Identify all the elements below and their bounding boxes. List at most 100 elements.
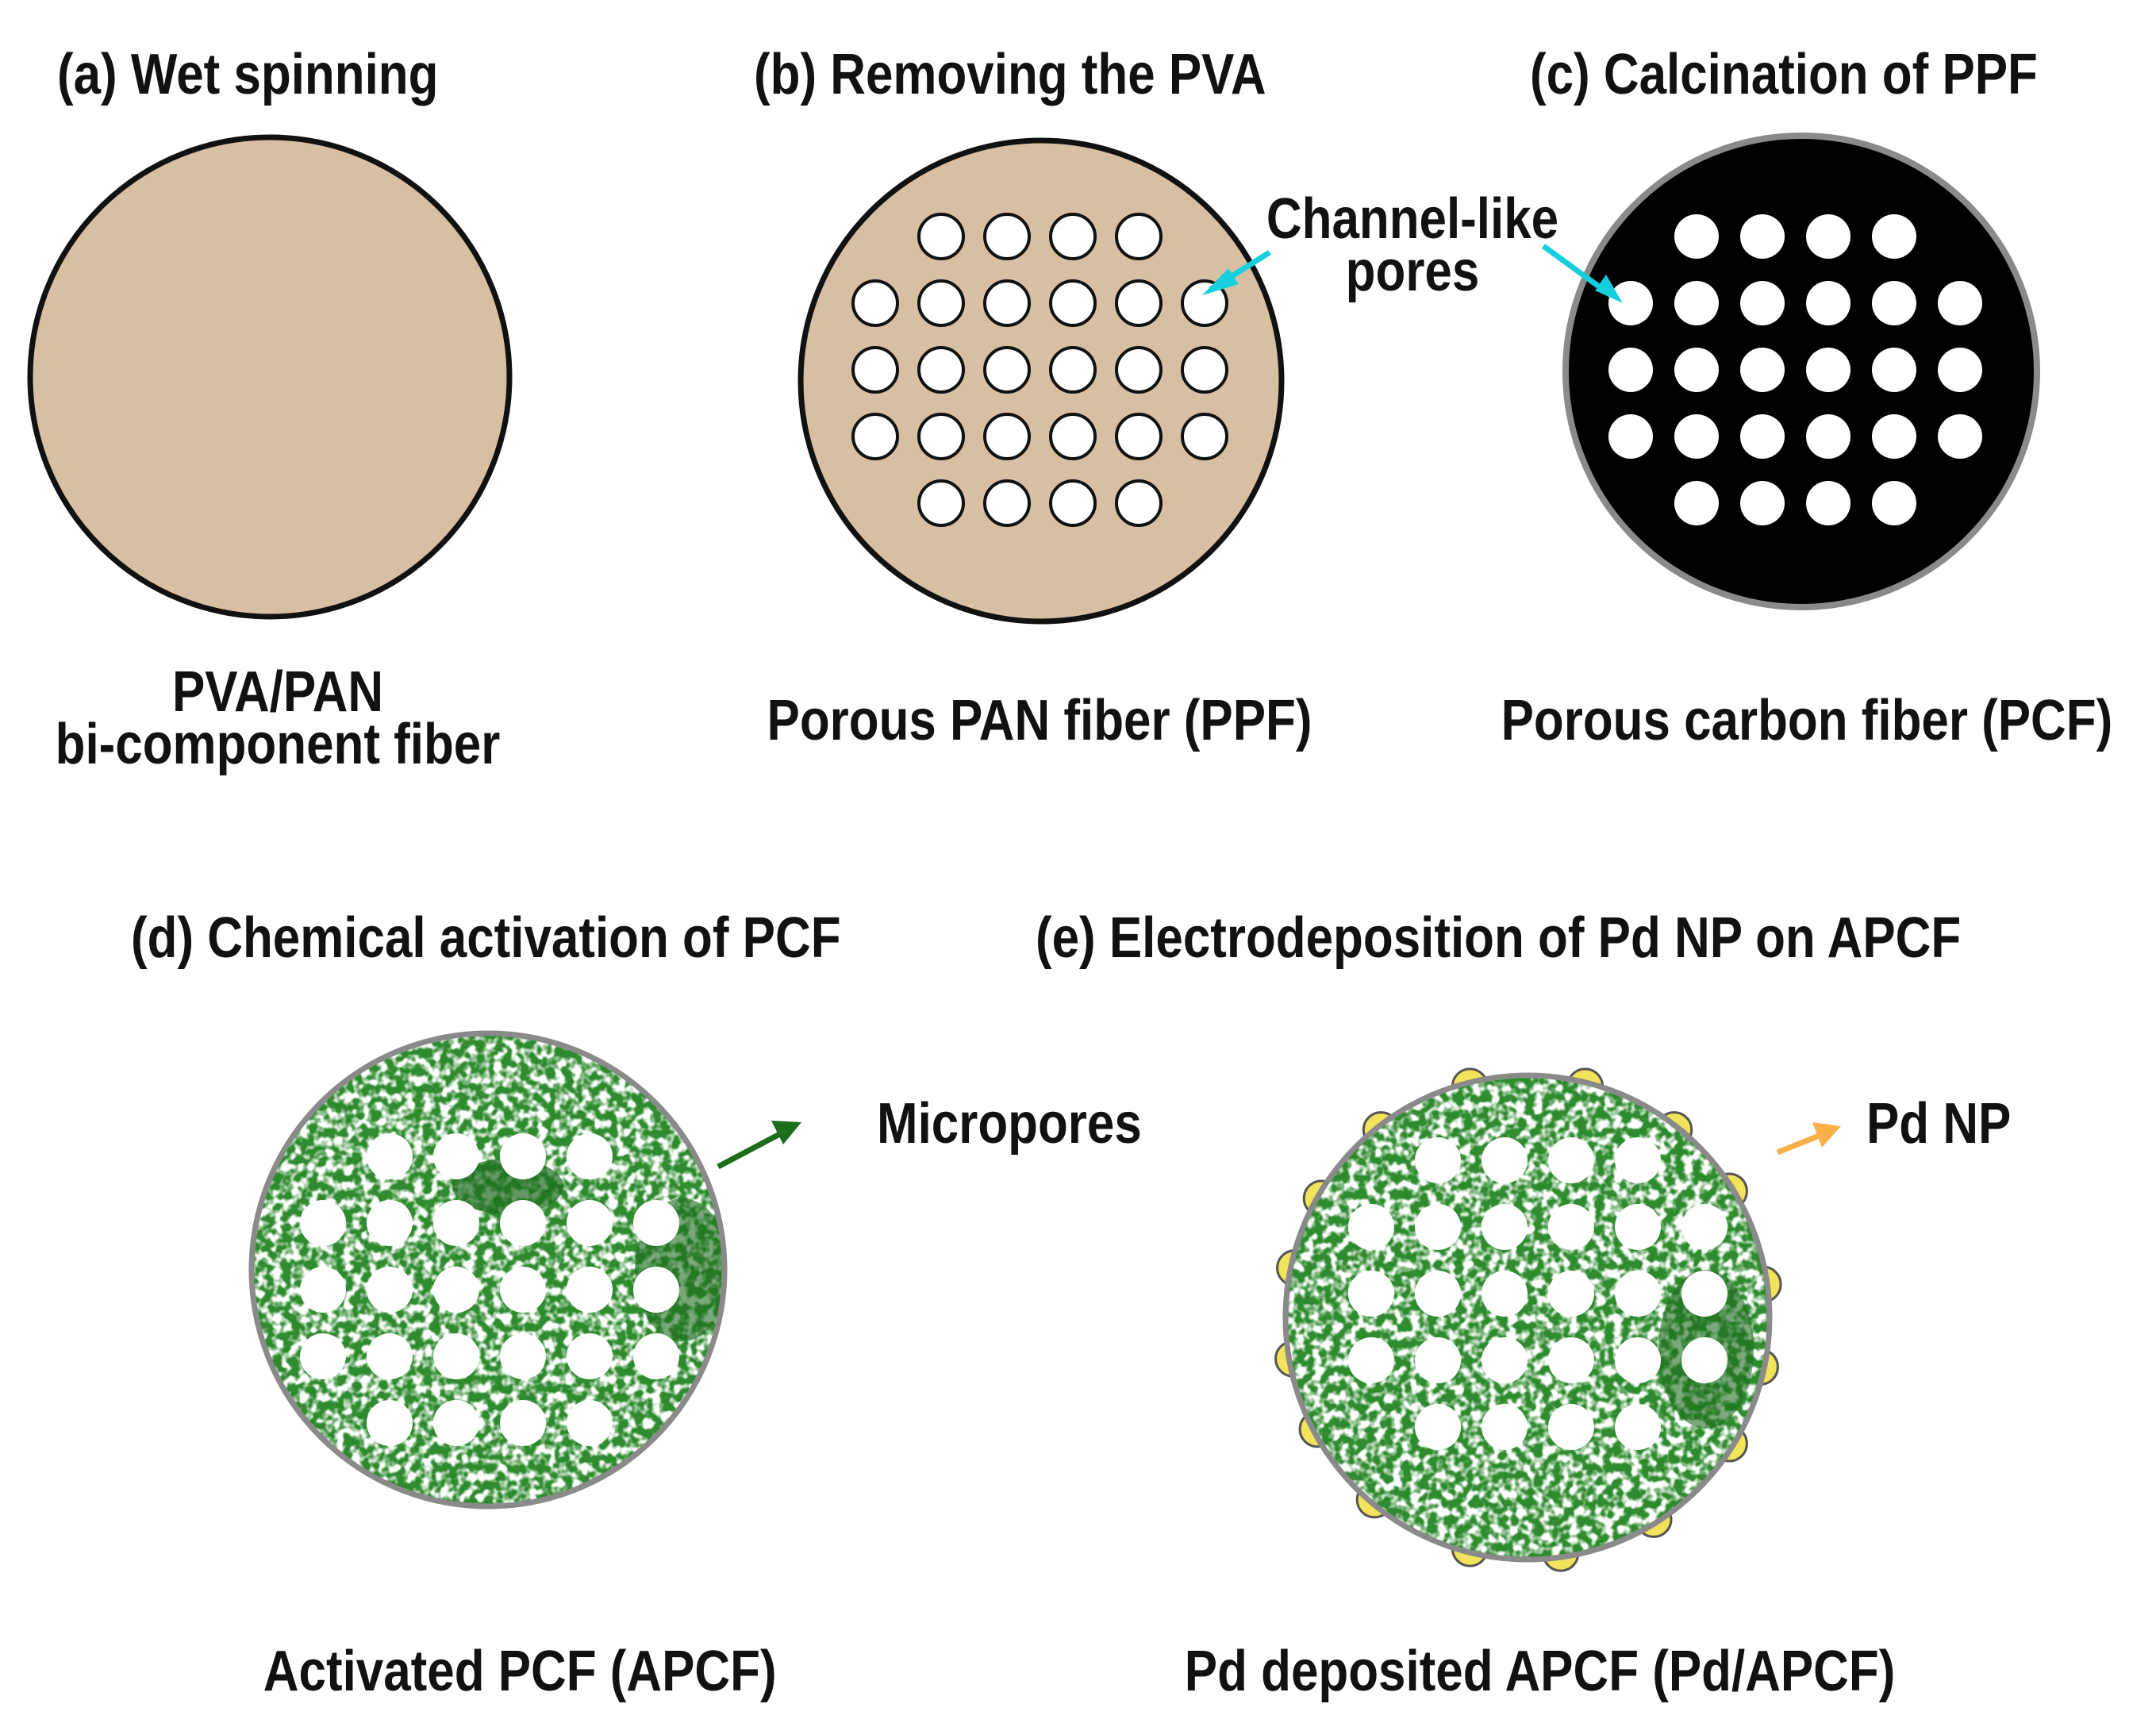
pore [1740, 281, 1785, 325]
pore [1872, 214, 1916, 259]
pore [917, 279, 965, 327]
pore [983, 346, 1031, 394]
pores-ppf [851, 213, 1228, 527]
panel-b-caption: Porous PAN fiber (PPF) [767, 689, 1312, 752]
pore [1415, 1337, 1461, 1383]
pore [567, 1200, 613, 1246]
pore [1806, 414, 1850, 459]
pore [1938, 414, 1982, 459]
pore [1674, 481, 1719, 525]
pore [1415, 1137, 1461, 1183]
pore [1872, 414, 1916, 459]
pore [851, 413, 899, 460]
pore [983, 479, 1031, 527]
pore [367, 1333, 413, 1379]
pore [1615, 1137, 1661, 1183]
pore [917, 346, 965, 394]
pore [433, 1200, 479, 1246]
pore [1938, 348, 1982, 392]
panel-e-caption: Pd deposited APCF (Pd/APCF) [1184, 1640, 1896, 1703]
pore [1181, 346, 1228, 394]
pore [433, 1267, 479, 1313]
pore [1049, 413, 1097, 460]
pore [1115, 346, 1163, 394]
panel-a-caption-line1: PVA/PAN [171, 660, 384, 724]
pore [1872, 348, 1916, 392]
pore [1482, 1204, 1528, 1250]
pore [917, 213, 965, 260]
pore [1049, 479, 1097, 527]
pore [1806, 481, 1850, 525]
pore [1740, 348, 1785, 392]
pore [1415, 1271, 1461, 1317]
pore [1181, 279, 1228, 327]
pores-pd-apcf [1348, 1137, 1727, 1450]
pores-pcf [1608, 214, 1982, 525]
pore [1938, 281, 1982, 325]
pore [300, 1200, 346, 1246]
micropores-label: Micropores [877, 1092, 1142, 1156]
pore [1482, 1271, 1528, 1317]
pore [983, 213, 1031, 260]
pd-np-arrow [1776, 1122, 1841, 1156]
pore [1482, 1137, 1528, 1183]
pore [1681, 1204, 1727, 1250]
pore [1348, 1204, 1394, 1250]
panel-a-title: (a) Wet spinning [57, 43, 439, 106]
pore [633, 1200, 679, 1246]
channel-pores-label-line1: Channel-like [1266, 187, 1559, 251]
pore [433, 1133, 479, 1179]
pore [1548, 1337, 1594, 1383]
arrow-head-ppf [1202, 268, 1239, 295]
pore [851, 279, 899, 327]
pore [433, 1333, 479, 1379]
pore [983, 413, 1031, 460]
pore [500, 1133, 546, 1179]
pore [367, 1200, 413, 1246]
pore [1482, 1404, 1528, 1450]
pore [1115, 413, 1163, 460]
pore [1740, 214, 1785, 259]
pore [1548, 1204, 1594, 1250]
pore [1615, 1404, 1661, 1450]
pore [917, 479, 965, 527]
pore [1674, 414, 1719, 459]
pore [633, 1267, 679, 1313]
pore [567, 1267, 613, 1313]
pore [1115, 213, 1163, 260]
pore [1681, 1271, 1727, 1317]
pore [1415, 1404, 1461, 1450]
pore [1548, 1271, 1594, 1317]
pore [1806, 348, 1850, 392]
pores-apcf [300, 1133, 679, 1446]
pore [500, 1333, 546, 1379]
panel-e-title: (e) Electrodeposition of Pd NP on APCF [1036, 906, 1962, 970]
pore [1348, 1337, 1394, 1383]
channel-pores-label-line2: pores [1345, 240, 1480, 303]
pore [1615, 1204, 1661, 1250]
pore [1806, 281, 1850, 325]
channel-pore-arrows [1202, 244, 1623, 303]
pore [367, 1400, 413, 1446]
pore [1615, 1271, 1661, 1317]
bicomponent-fiber-cross-section [27, 134, 513, 620]
pore [500, 1267, 546, 1313]
pore [1482, 1337, 1528, 1383]
micropores-arrow [717, 1121, 801, 1170]
pore [567, 1333, 613, 1379]
pore [1348, 1271, 1394, 1317]
pore [917, 413, 965, 460]
pore [367, 1267, 413, 1313]
pore [1674, 348, 1719, 392]
pore [1681, 1337, 1727, 1383]
panel-c-title: (c) Calcination of PPF [1530, 43, 2038, 106]
pore [567, 1400, 613, 1446]
pd-apcf-fiber-cross-section [1282, 1072, 1773, 1563]
pore [1115, 479, 1163, 527]
pore [1674, 214, 1719, 259]
pore [1740, 414, 1785, 459]
panel-c-caption: Porous carbon fiber (PCF) [1501, 689, 2113, 752]
pore [1049, 213, 1097, 260]
pd-np-label: Pd NP [1866, 1092, 2012, 1156]
pore [1608, 281, 1653, 325]
